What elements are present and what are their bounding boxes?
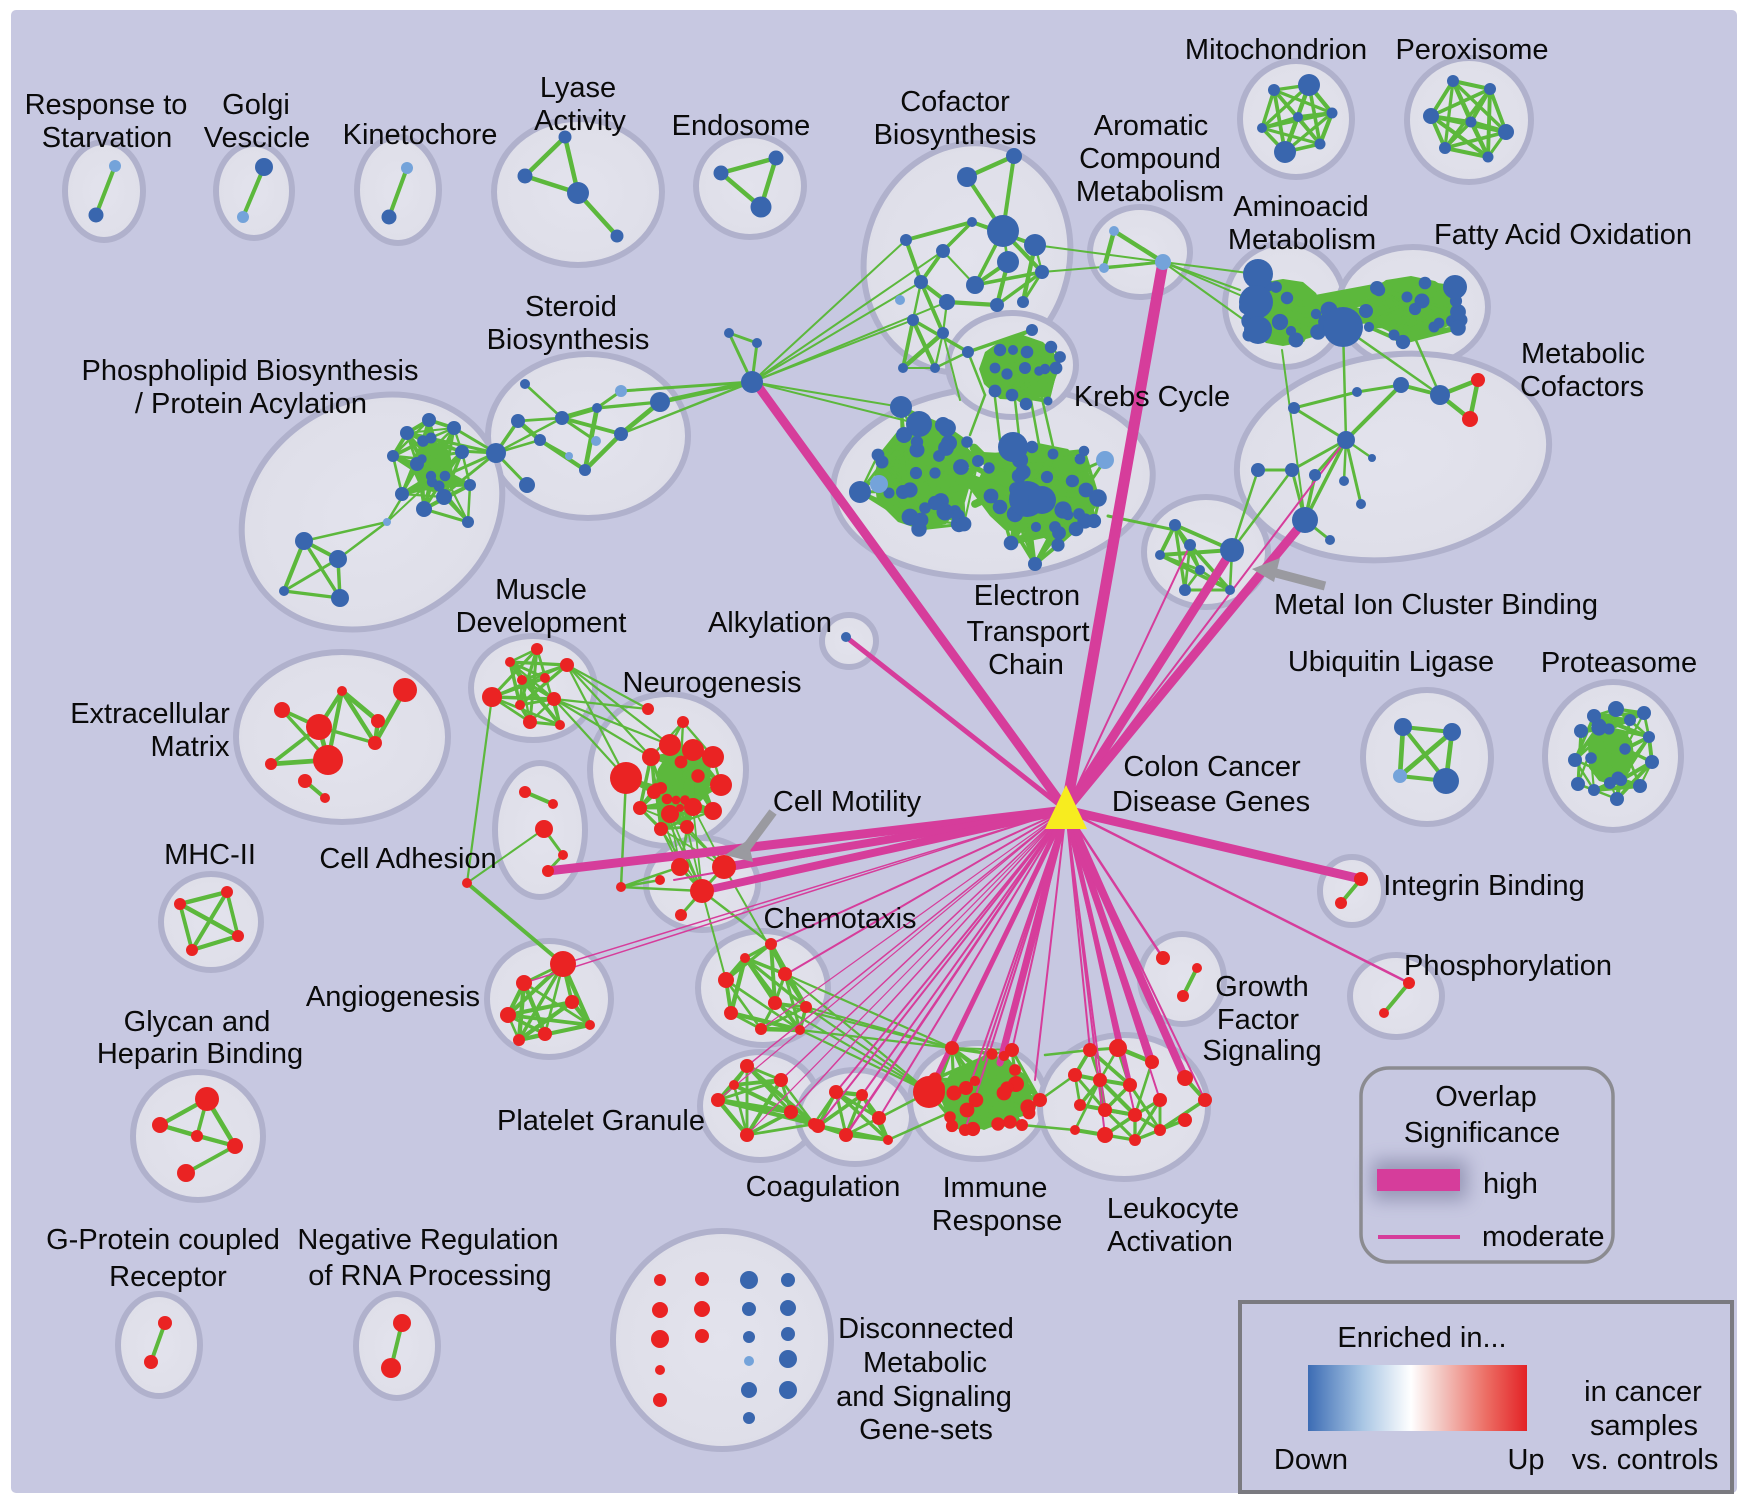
svg-text:Up: Up xyxy=(1507,1444,1544,1476)
svg-text:/ Protein Acylation: / Protein Acylation xyxy=(135,388,367,420)
svg-text:Metabolic: Metabolic xyxy=(1521,338,1645,370)
svg-text:Down: Down xyxy=(1274,1444,1348,1476)
svg-text:Metal Ion Cluster Binding: Metal Ion Cluster Binding xyxy=(1274,589,1598,621)
svg-text:Immune: Immune xyxy=(943,1172,1048,1204)
svg-text:Metabolism: Metabolism xyxy=(1076,176,1224,208)
svg-text:Response to: Response to xyxy=(25,89,188,121)
svg-text:Electron: Electron xyxy=(974,580,1080,612)
svg-text:Neurogenesis: Neurogenesis xyxy=(623,667,802,699)
svg-text:Krebs Cycle: Krebs Cycle xyxy=(1074,381,1230,413)
svg-text:Aromatic: Aromatic xyxy=(1094,110,1208,142)
svg-text:Receptor: Receptor xyxy=(109,1261,227,1293)
svg-text:Activity: Activity xyxy=(534,105,626,137)
svg-text:Leukocyte: Leukocyte xyxy=(1107,1193,1239,1225)
svg-text:Mitochondrion: Mitochondrion xyxy=(1185,34,1367,66)
svg-text:Lyase: Lyase xyxy=(540,72,616,104)
svg-text:Golgi: Golgi xyxy=(222,89,290,121)
svg-text:Gene-sets: Gene-sets xyxy=(859,1414,993,1446)
svg-text:Cell Adhesion: Cell Adhesion xyxy=(319,843,496,875)
svg-text:Metabolic: Metabolic xyxy=(863,1347,987,1379)
svg-text:Vescicle: Vescicle xyxy=(204,122,310,154)
svg-text:Heparin Binding: Heparin Binding xyxy=(97,1038,303,1070)
svg-text:Phosphorylation: Phosphorylation xyxy=(1404,950,1612,982)
svg-text:Proteasome: Proteasome xyxy=(1541,647,1697,679)
svg-text:Integrin Binding: Integrin Binding xyxy=(1383,870,1585,902)
svg-text:Colon Cancer: Colon Cancer xyxy=(1123,751,1301,783)
svg-text:Compound: Compound xyxy=(1079,143,1221,175)
svg-text:Enriched in...: Enriched in... xyxy=(1337,1322,1506,1354)
svg-text:Biosynthesis: Biosynthesis xyxy=(487,324,650,356)
svg-text:samples: samples xyxy=(1590,1410,1698,1442)
svg-text:Matrix: Matrix xyxy=(151,731,230,763)
svg-text:in cancer: in cancer xyxy=(1584,1376,1702,1408)
svg-text:Cofactors: Cofactors xyxy=(1520,371,1644,403)
svg-text:Ubiquitin Ligase: Ubiquitin Ligase xyxy=(1288,646,1494,678)
svg-text:Angiogenesis: Angiogenesis xyxy=(306,981,480,1013)
svg-text:Platelet Granule: Platelet Granule xyxy=(497,1105,705,1137)
svg-text:G-Protein coupled: G-Protein coupled xyxy=(46,1224,280,1256)
svg-text:Disease Genes: Disease Genes xyxy=(1112,786,1310,818)
svg-text:Kinetochore: Kinetochore xyxy=(343,119,498,151)
svg-text:Extracellular: Extracellular xyxy=(70,698,230,730)
svg-text:Growth: Growth xyxy=(1215,971,1308,1003)
svg-text:and Signaling: and Signaling xyxy=(836,1381,1012,1413)
svg-text:Activation: Activation xyxy=(1107,1226,1233,1258)
svg-text:Steroid: Steroid xyxy=(525,291,617,323)
svg-text:Glycan and: Glycan and xyxy=(124,1006,271,1038)
svg-text:Disconnected: Disconnected xyxy=(838,1313,1014,1345)
svg-text:Biosynthesis: Biosynthesis xyxy=(874,119,1037,151)
svg-text:Aminoacid: Aminoacid xyxy=(1233,191,1368,223)
svg-text:Muscle: Muscle xyxy=(495,574,587,606)
svg-text:of RNA Processing: of RNA Processing xyxy=(308,1260,551,1292)
svg-text:Significance: Significance xyxy=(1404,1117,1560,1149)
svg-text:Overlap: Overlap xyxy=(1435,1081,1537,1113)
svg-text:Negative Regulation: Negative Regulation xyxy=(297,1224,558,1256)
svg-text:Cofactor: Cofactor xyxy=(900,86,1010,118)
svg-text:Alkylation: Alkylation xyxy=(708,607,832,639)
svg-text:Chain: Chain xyxy=(988,649,1064,681)
svg-text:Fatty Acid Oxidation: Fatty Acid Oxidation xyxy=(1434,219,1692,251)
svg-text:Metabolism: Metabolism xyxy=(1228,224,1376,256)
svg-text:Endosome: Endosome xyxy=(672,110,811,142)
svg-text:Chemotaxis: Chemotaxis xyxy=(763,903,916,935)
svg-text:vs. controls: vs. controls xyxy=(1572,1444,1719,1476)
svg-text:high: high xyxy=(1483,1168,1538,1200)
svg-text:moderate: moderate xyxy=(1482,1221,1605,1253)
svg-text:Peroxisome: Peroxisome xyxy=(1395,34,1548,66)
svg-text:Cell Motility: Cell Motility xyxy=(773,786,922,818)
svg-text:Transport: Transport xyxy=(966,616,1089,648)
svg-text:Starvation: Starvation xyxy=(42,122,173,154)
svg-text:Signaling: Signaling xyxy=(1202,1035,1321,1067)
svg-text:Coagulation: Coagulation xyxy=(746,1171,901,1203)
svg-text:MHC-II: MHC-II xyxy=(164,839,256,871)
svg-text:Response: Response xyxy=(932,1205,1063,1237)
svg-text:Factor: Factor xyxy=(1217,1004,1300,1036)
svg-text:Phospholipid Biosynthesis: Phospholipid Biosynthesis xyxy=(82,355,419,387)
svg-text:Development: Development xyxy=(456,607,627,639)
